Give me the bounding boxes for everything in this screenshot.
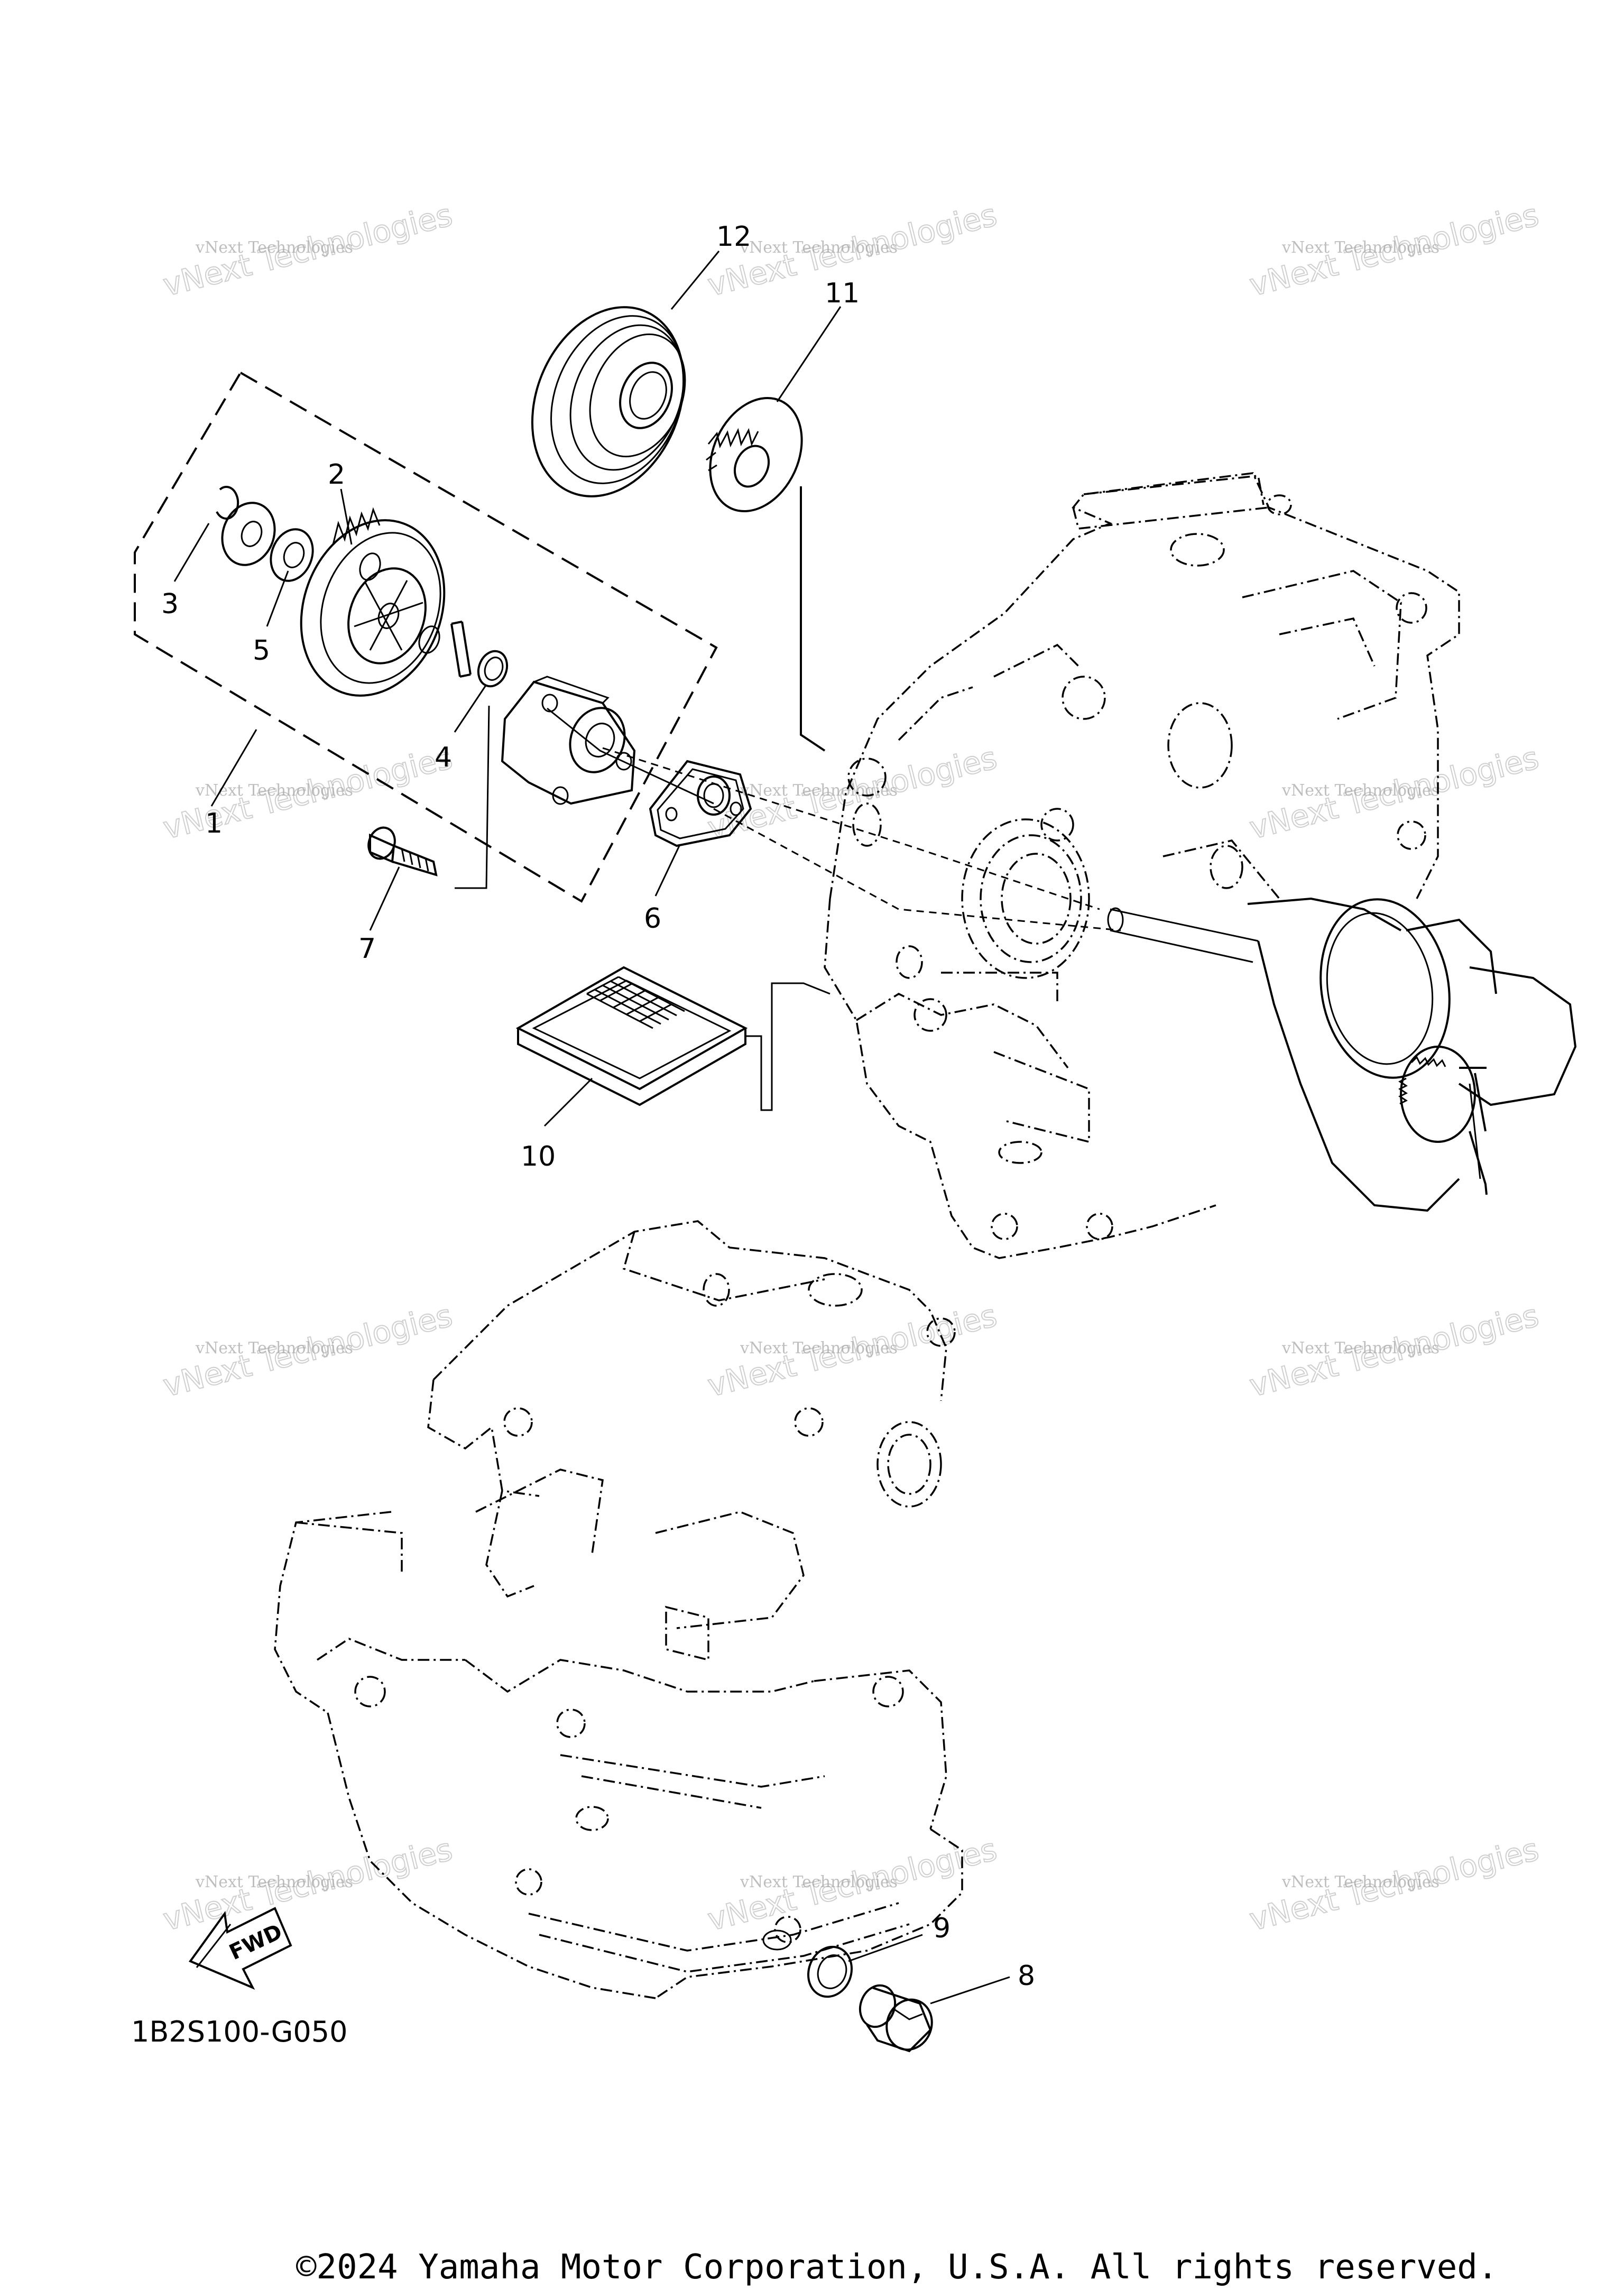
svg-text:vNext Technologies: vNext Technologies [1281,781,1440,800]
svg-text:vNext Technologies: vNext Technologies [1281,1873,1440,1891]
oil-pump-body [501,676,714,805]
shaft-axis-line [713,808,1121,931]
watermark-10: vNext Technologies vNext Technologies [159,1831,456,1938]
copyright-notice: ©2024 Yamaha Motor Corporation, U.S.A. A… [296,2248,1498,2287]
leader-12 [670,251,720,310]
callout-3: 3 [161,588,179,620]
callout-2: 2 [328,459,345,491]
alignment-line-strainer [745,982,831,1111]
callout-6: 6 [644,903,661,935]
watermark-7: vNext Technologies vNext Technologies [159,1297,456,1405]
leader-1 [210,729,257,807]
part-5-washer [270,528,314,582]
leader-lines [173,251,1121,2005]
leader-9 [848,1934,923,1962]
leader-10 [543,1077,593,1127]
callout-11: 11 [825,278,860,309]
svg-text:vNext Technologies: vNext Technologies [740,1873,898,1891]
washer [221,502,276,566]
svg-text:vNext Technologies: vNext Technologies [740,1339,898,1358]
crankshaft [1107,897,1577,1212]
watermark-4: vNext Technologies vNext Technologies [159,739,456,847]
watermark-11: vNext Technologies vNext Technologies [704,1831,1001,1938]
callout-4: 4 [435,742,452,773]
watermark-8: vNext Technologies vNext Technologies [704,1297,1001,1405]
callout-10: 10 [521,1141,556,1172]
callout-labels: 12 11 2 3 5 4 1 7 6 10 9 8 [161,221,1035,1992]
part-8-drain-bolt [859,1984,933,2053]
callout-7: 7 [358,933,376,965]
watermark-6: vNext Technologies vNext Technologies [1245,739,1543,847]
fwd-label: FWD [226,1919,286,1965]
callout-1: 1 [205,808,223,839]
leader-4 [454,684,487,733]
callout-5: 5 [253,635,270,667]
leader-3 [173,523,210,582]
strainer-mesh [586,976,685,1029]
part-6-gasket [649,760,752,847]
watermark-12: vNext Technologies vNext Technologies [1245,1831,1543,1938]
svg-text:vNext Technologies: vNext Technologies [195,1339,353,1358]
callout-8: 8 [1018,1960,1035,1992]
part-11-drive-gear [706,397,803,512]
dowel-pin [450,621,472,678]
svg-text:vNext Technologies: vNext Technologies [740,238,898,257]
part-9-gasket [807,1945,853,1998]
part-3-circlip [216,486,239,520]
svg-text:vNext Technologies: vNext Technologies [1281,238,1440,257]
leader-7 [369,866,400,931]
svg-text:vNext Technologies: vNext Technologies [1281,1339,1440,1358]
leader-11 [776,306,842,402]
callout-12: 12 [716,221,751,253]
callout-9: 9 [933,1913,951,1944]
leader-6 [654,845,680,897]
watermark-5: vNext Technologies vNext Technologies [704,739,1001,847]
part-2-driven-gear [300,507,446,697]
leader-5 [266,570,289,627]
leader-8 [930,1976,1010,2005]
leader-2 [340,488,353,545]
alignment-line-upper [800,486,826,752]
svg-text:vNext Technologies: vNext Technologies [740,781,898,800]
watermark-1: vNext Technologies vNext Technologies [159,196,456,304]
assembly-boundary-box [134,371,718,903]
svg-text:vNext Technologies: vNext Technologies [195,238,353,257]
alignment-line-pump [455,705,490,889]
upper-crankcase-half [824,472,1460,1259]
svg-text:vNext Technologies: vNext Technologies [195,1873,353,1891]
part-12-rotor-cover [531,306,686,497]
watermark-3: vNext Technologies vNext Technologies [1245,196,1543,304]
part-7-bolt [367,826,438,876]
watermark-9: vNext Technologies vNext Technologies [1245,1297,1543,1405]
part-4-o-ring [477,650,509,688]
pump-axis-line [602,747,1100,910]
diagram-reference-code: 1B2S100-G050 [131,2015,347,2048]
part-10-oil-strainer [515,966,748,1106]
lower-crankcase-half [274,1220,963,1999]
